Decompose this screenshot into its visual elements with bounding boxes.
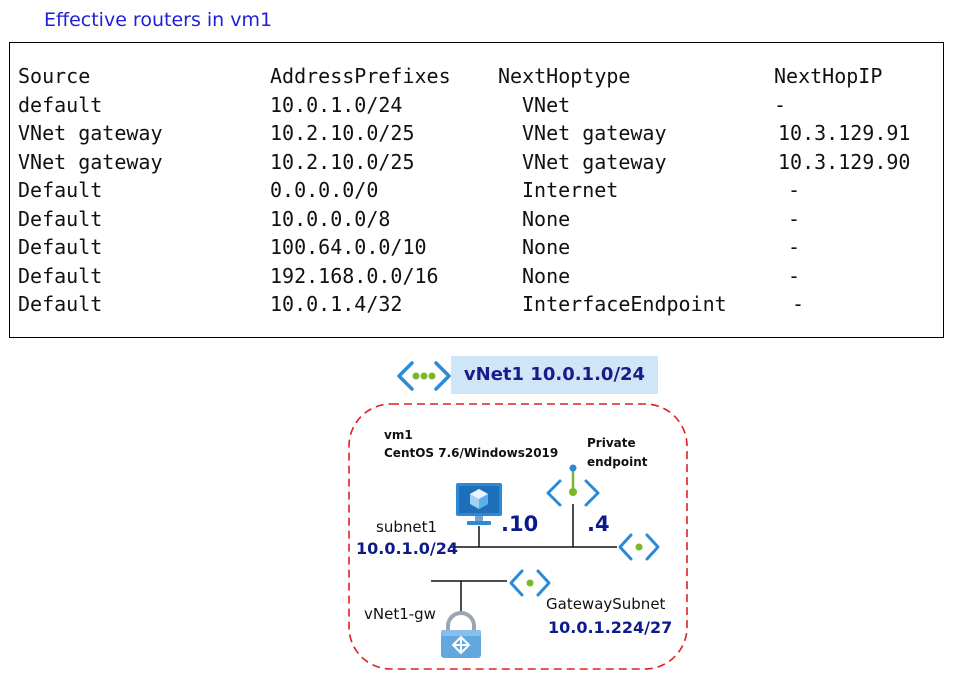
table-row: VNet gateway 10.2.10.0/25 VNet gateway 1… (10, 148, 943, 176)
header-source: Source (18, 64, 91, 88)
header-address-prefixes: AddressPrefixes (270, 64, 451, 88)
cell-next-hop-ip: - (774, 93, 787, 117)
table-row: Default 0.0.0.0/0 Internet - (10, 176, 943, 204)
gateway-subnet-prefix: 10.0.1.224/27 (548, 618, 673, 637)
vnet-boundary (348, 403, 688, 670)
header-next-hop-ip: NextHopIP (774, 64, 883, 88)
vpn-gateway-icon (441, 611, 481, 658)
cell-next-hop-ip: - (788, 178, 801, 202)
table-row: Default 10.0.0.0/8 None - (10, 205, 943, 233)
table-row: default 10.0.1.0/24 VNet - (10, 91, 943, 119)
vm-ip-suffix: .10 (501, 512, 539, 536)
cell-next-hop-ip: - (788, 235, 801, 259)
cell-address-prefix: 100.64.0.0/10 (270, 235, 427, 259)
cell-next-hop-type: VNet gateway (522, 121, 667, 145)
subnet1-name: subnet1 (376, 518, 438, 536)
cell-source: Default (18, 207, 103, 231)
cell-source: VNet gateway (18, 150, 163, 174)
cell-next-hop-type: None (522, 207, 571, 231)
cell-address-prefix: 10.0.0.0/8 (270, 207, 391, 231)
table-row: VNet gateway 10.2.10.0/25 VNet gateway 1… (10, 119, 943, 147)
gateway-subnet-icon (509, 569, 551, 597)
cell-source: Default (18, 178, 103, 202)
vm-name: vm1 (384, 428, 413, 442)
cell-address-prefix: 10.2.10.0/25 (270, 121, 415, 145)
cell-source: VNet gateway (18, 121, 163, 145)
private-endpoint-label-line1: Private (587, 436, 636, 450)
vnet-icon (397, 361, 451, 391)
private-endpoint-label-line2: endpoint (587, 455, 648, 469)
cell-source: Default (18, 264, 103, 288)
subnet1-prefix: 10.0.1.0/24 (356, 539, 459, 558)
cell-address-prefix: 0.0.0.0/0 (270, 178, 379, 202)
cell-next-hop-type: VNet (522, 93, 571, 117)
vnet-label: vNet1 10.0.1.0/24 (463, 364, 646, 385)
cell-next-hop-ip: - (792, 292, 805, 316)
cell-next-hop-ip: - (788, 264, 801, 288)
cell-next-hop-type: None (522, 264, 571, 288)
vnet-label-background (451, 356, 658, 394)
route-table: Source AddressPrefixes NextHoptype NextH… (9, 42, 944, 338)
cell-next-hop-ip: 10.3.129.91 (778, 121, 911, 145)
cell-source: Default (18, 292, 103, 316)
header-next-hop-type: NextHoptype (498, 64, 631, 88)
cell-next-hop-ip: - (788, 207, 801, 231)
table-row: Default 100.64.0.0/10 None - (10, 233, 943, 261)
cell-next-hop-type: Internet (522, 178, 619, 202)
private-endpoint-icon (546, 464, 600, 507)
cell-source: default (18, 93, 103, 117)
table-row: Default 10.0.1.4/32 InterfaceEndpoint - (10, 290, 943, 318)
vm-icon (456, 483, 502, 525)
vm-os: CentOS 7.6/Windows2019 (384, 446, 559, 460)
gateway-subnet-name: GatewaySubnet (546, 595, 666, 613)
cell-address-prefix: 192.168.0.0/16 (270, 264, 439, 288)
gateway-name: vNet1-gw (364, 605, 436, 623)
cell-address-prefix: 10.0.1.4/32 (270, 292, 403, 316)
endpoint-ip-suffix: .4 (587, 512, 610, 536)
subnet-icon (618, 533, 660, 561)
cell-next-hop-type: VNet gateway (522, 150, 667, 174)
cell-address-prefix: 10.0.1.0/24 (270, 93, 403, 117)
cell-address-prefix: 10.2.10.0/25 (270, 150, 415, 174)
table-row: Default 192.168.0.0/16 None - (10, 262, 943, 290)
cell-next-hop-type: None (522, 235, 571, 259)
cell-source: Default (18, 235, 103, 259)
route-table-header: Source AddressPrefixes NextHoptype NextH… (10, 62, 943, 90)
cell-next-hop-type: InterfaceEndpoint (522, 292, 727, 316)
page-heading: Effective routers in vm1 (44, 9, 273, 31)
cell-next-hop-ip: 10.3.129.90 (778, 150, 911, 174)
